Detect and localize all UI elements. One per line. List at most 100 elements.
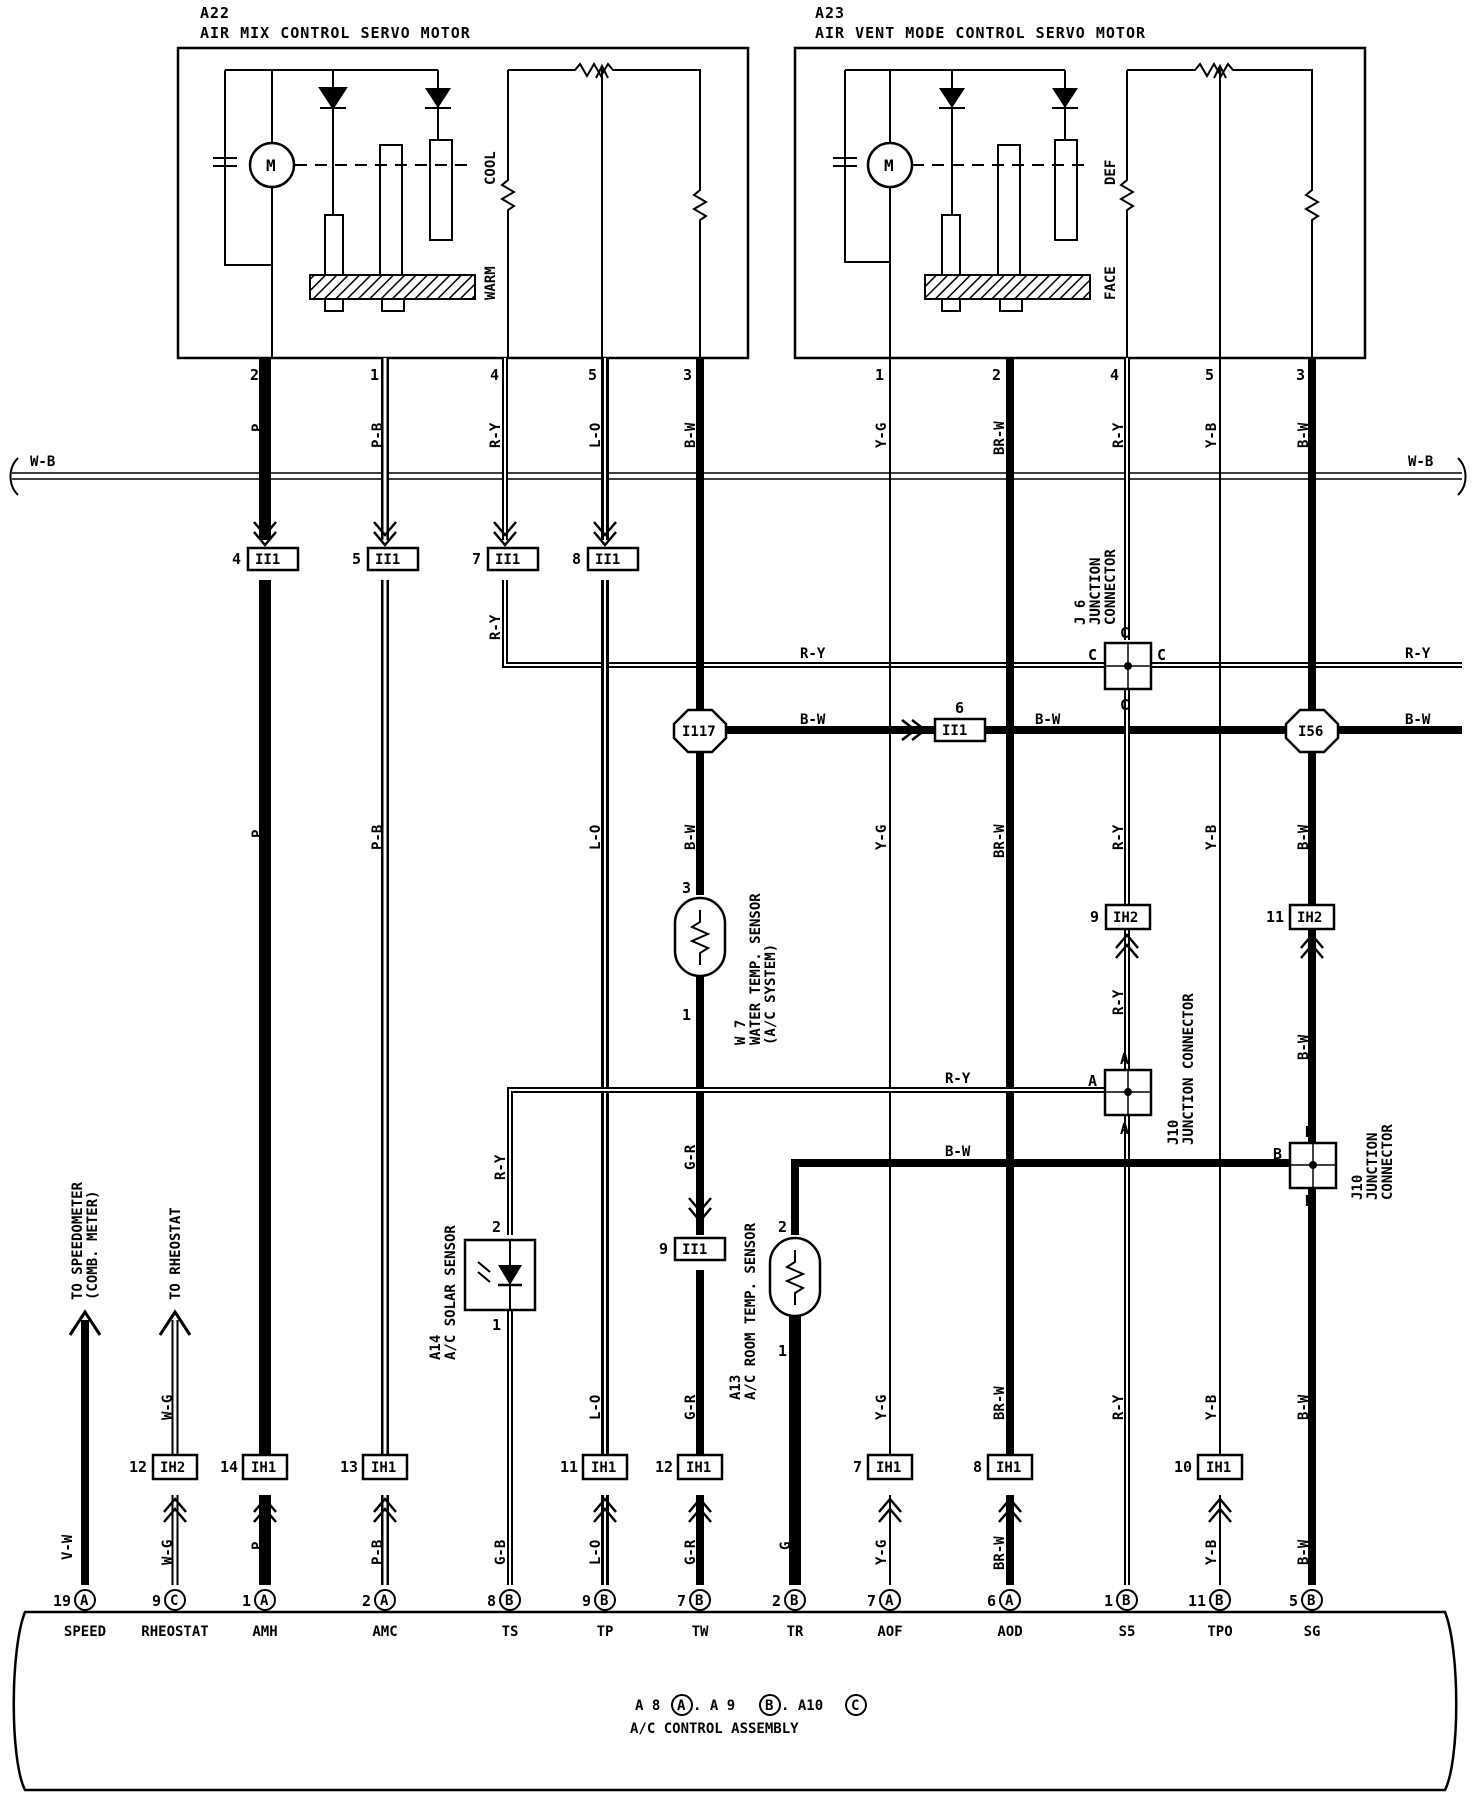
- splice-i56: I56: [1298, 724, 1323, 740]
- j6-junction-connector: C C C C J 6 JUNCTION CONNECTOR: [1073, 549, 1166, 714]
- assembly-name: A/C CONTROL ASSEMBLY: [630, 1721, 799, 1737]
- assembly-ids-prefix: A 8: [635, 1698, 660, 1714]
- terminal-name: TP: [597, 1624, 614, 1640]
- blabel-vw: V-W: [60, 1534, 76, 1560]
- terminal-row: A19SPEEDC9RHEOSTATA1AMHA2AMCB8TSB9TPB7TW…: [53, 1589, 1323, 1640]
- terminal-connector-circle: [164, 1589, 186, 1611]
- ground-bus-label-right: W-B: [1408, 454, 1433, 470]
- terminal-pin: 2: [772, 1592, 781, 1610]
- mlabel-bw: B-W: [683, 824, 699, 850]
- mlabel-bw-i56: B-W: [1296, 824, 1312, 850]
- terminal-pin: 5: [1289, 1592, 1298, 1610]
- splices: I117 I56: [672, 708, 1340, 754]
- top-pin-8: 4: [1110, 366, 1119, 384]
- dest-rheostat: TO RHEOSTAT: [168, 1207, 184, 1300]
- terminal-connector-circle: [689, 1589, 711, 1611]
- ih1-pin-4: 12: [655, 1458, 673, 1476]
- mlabel-pb: P-B: [370, 825, 386, 850]
- dest-speedometer-1: TO SPEEDOMETER: [70, 1181, 86, 1300]
- hlabel-bw-right: B-W: [1405, 712, 1431, 728]
- terminal-pin: 1: [1104, 1592, 1113, 1610]
- w7-line1: WATER TEMP. SENSOR: [748, 893, 764, 1045]
- ih1-connectors: IH1 14 IH1 13 IH1 11 IH1 12 IH1 7 IH1 8 …: [220, 1453, 1244, 1523]
- terminal-connector-circle: [499, 1589, 521, 1611]
- llabel-brw: BR-W: [992, 1386, 1008, 1420]
- terminal-pin: 6: [987, 1592, 996, 1610]
- ih1-name-3: IH1: [591, 1460, 616, 1476]
- a22-warm-label: WARM: [483, 266, 499, 300]
- j10a-id: J10: [1166, 1120, 1182, 1145]
- blabel-g: G: [778, 1542, 794, 1550]
- top-color-1: P: [250, 424, 266, 432]
- terminal-connector-letter: A: [80, 1593, 89, 1609]
- a23-def-label: DEF: [1103, 160, 1119, 185]
- top-color-4: L-O: [588, 423, 604, 448]
- j10b-pin-left: B: [1273, 1145, 1282, 1163]
- mlabel-lo: L-O: [588, 825, 604, 850]
- ih1-name-7: IH1: [1206, 1460, 1231, 1476]
- terminal-connector-circle: [254, 1589, 276, 1611]
- a14-line1: A/C SOLAR SENSOR: [443, 1225, 459, 1360]
- blabel-p: P: [250, 1542, 266, 1550]
- terminal-connector-circle: [594, 1589, 616, 1611]
- assembly-conn-c: C: [851, 1698, 859, 1714]
- j6-pin-top: C: [1120, 624, 1129, 642]
- w7-pin-top: 3: [682, 879, 691, 897]
- llabel-yb: Y-B: [1204, 1395, 1220, 1420]
- ih2-pin-3: 12: [129, 1458, 147, 1476]
- destination-labels: TO SPEEDOMETER (COMB. METER) TO RHEOSTAT: [70, 1181, 184, 1300]
- j10b-line1: JUNCTION: [1365, 1133, 1381, 1200]
- ih1-name-4: IH1: [686, 1460, 711, 1476]
- hlabel-ry-upper: R-Y: [800, 646, 826, 662]
- llabel-bw: B-W: [1296, 1394, 1312, 1420]
- blabel-gb: G-B: [493, 1540, 509, 1565]
- a14-pin-top: 2: [492, 1218, 501, 1236]
- ih2-name-3: IH2: [160, 1460, 185, 1476]
- mlabel-ry-j6: R-Y: [1111, 824, 1127, 850]
- terminal-connector-letter: A: [885, 1593, 894, 1609]
- terminal-pin: 7: [867, 1592, 876, 1610]
- a22-name: AIR MIX CONTROL SERVO MOTOR: [200, 24, 471, 42]
- terminal-connector-letter: B: [790, 1593, 798, 1609]
- terminal-name: TS: [502, 1624, 519, 1640]
- a23-air-vent-mode-servo-motor: A23 AIR VENT MODE CONTROL SERVO MOTOR M …: [793, 4, 1367, 360]
- terminal-connector-letter: B: [600, 1593, 608, 1609]
- j10a-pin-left: A: [1088, 1072, 1097, 1090]
- ii1-name-3: II1: [495, 552, 520, 568]
- ih1-name-5: IH1: [876, 1460, 901, 1476]
- ih1-name-6: IH1: [996, 1460, 1021, 1476]
- terminal-name: AMC: [372, 1624, 397, 1640]
- terminal-name: SG: [1304, 1624, 1321, 1640]
- mlabel-ry-short: R-Y: [488, 614, 504, 640]
- blabel-pb: P-B: [370, 1540, 386, 1565]
- mlabel-gr: G-R: [683, 1144, 699, 1170]
- top-color-9: Y-B: [1204, 423, 1220, 448]
- top-pin-7: 2: [992, 366, 1001, 384]
- terminal-pin: 11: [1188, 1592, 1206, 1610]
- llabel-wg: W-G: [160, 1395, 176, 1420]
- ground-bus: W-B W-B: [9, 454, 1467, 496]
- a23-name: AIR VENT MODE CONTROL SERVO MOTOR: [815, 24, 1146, 42]
- a13-room-temp-sensor: 2 1 A13 A/C ROOM TEMP. SENSOR: [728, 1218, 822, 1400]
- top-pin-6: 1: [875, 366, 884, 384]
- j10b-id: J10: [1350, 1175, 1366, 1200]
- top-pin-1: 2: [250, 366, 259, 384]
- lower-wire-labels: W-G L-O G-R Y-G BR-W R-Y Y-B B-W: [160, 1386, 1312, 1420]
- terminal-connector-letter: B: [1215, 1593, 1223, 1609]
- assembly-conn-a: A: [677, 1698, 686, 1714]
- ii1-name-2: II1: [375, 552, 400, 568]
- a13-pin-bottom: 1: [778, 1342, 787, 1360]
- ih1-pin-3: 11: [560, 1458, 578, 1476]
- ii1-pin-2: 5: [352, 550, 361, 568]
- top-color-2: P-B: [370, 423, 386, 448]
- terminal-pin: 2: [362, 1592, 371, 1610]
